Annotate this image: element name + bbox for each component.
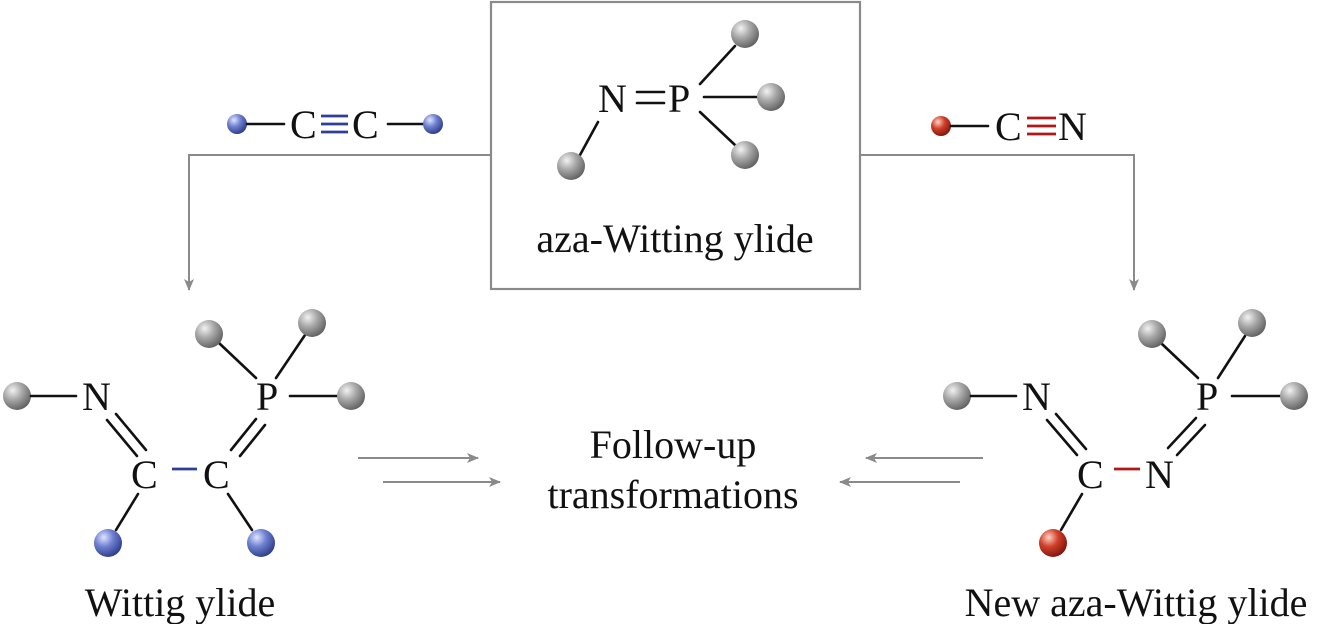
bond-c1-substituent — [114, 492, 140, 532]
new-aza-wittig-ylide-caption: New aza-Wittig ylide — [965, 580, 1308, 624]
gray-sphere — [337, 382, 365, 410]
gray-sphere — [757, 83, 785, 111]
blue-sphere — [227, 114, 247, 134]
aza-atom-p: P — [1196, 374, 1218, 419]
gray-sphere — [1138, 320, 1166, 348]
center-box-title: aza-Witting ylide — [536, 216, 813, 261]
gray-sphere — [3, 382, 31, 410]
wittig-atom-c2: C — [203, 452, 230, 497]
gray-sphere — [1238, 309, 1266, 337]
wittig-atom-n: N — [82, 374, 111, 419]
wittig-atom-p: P — [256, 374, 278, 419]
bond-p-upper-left — [217, 341, 258, 380]
aza-atom-n2: N — [1145, 452, 1174, 497]
bond-p-upper-right — [1216, 334, 1247, 380]
double-bond-c-n-a — [1045, 418, 1079, 457]
alkyne-atom-c1: C — [290, 102, 317, 147]
wittig-ylide-structure: N C C P — [3, 309, 365, 557]
bond-p-bottom — [698, 110, 737, 147]
gray-sphere — [298, 309, 326, 337]
double-bond-n-p-a — [1166, 416, 1198, 450]
double-bond-c-p-a — [229, 417, 258, 452]
atom-n: N — [598, 76, 627, 121]
bond-c-substituent — [1059, 492, 1084, 532]
transformations-label: transformations — [547, 472, 798, 517]
gray-sphere — [1280, 382, 1308, 410]
double-bond-n-p-b — [1175, 423, 1207, 457]
red-sphere — [1039, 529, 1067, 557]
alkyne-reagent: C C — [227, 102, 443, 147]
gray-sphere — [731, 141, 759, 169]
double-bond-c-n-b — [1054, 412, 1088, 451]
double-bond-c-n-b — [114, 412, 148, 452]
alkyne-atom-c2: C — [352, 102, 379, 147]
nitrile-atom-c: C — [995, 104, 1022, 149]
aza-atom-c: C — [1077, 452, 1104, 497]
follow-up-label: Follow-up — [590, 422, 757, 467]
gray-sphere — [195, 320, 223, 348]
bond-n-substituent — [578, 120, 600, 157]
wittig-atom-c1: C — [131, 452, 158, 497]
bond-p-top — [698, 44, 737, 86]
nitrile-reagent: C N — [931, 104, 1087, 149]
aza-atom-n1: N — [1022, 374, 1051, 419]
gray-sphere — [943, 382, 971, 410]
gray-sphere — [731, 20, 759, 48]
gray-sphere — [557, 152, 585, 180]
red-sphere — [931, 116, 951, 136]
aza-witting-ylide-box: N P aza-Witting ylide — [489, 0, 862, 291]
nitrile-atom-n: N — [1058, 104, 1087, 149]
wittig-ylide-caption: Wittig ylide — [85, 580, 276, 624]
arrow-to-new-aza-wittig-ylide — [860, 154, 1139, 291]
blue-sphere — [423, 114, 443, 134]
center-box-frame — [489, 0, 862, 291]
atom-p: P — [668, 76, 690, 121]
blue-sphere — [94, 529, 122, 557]
bond-p-upper-left — [1160, 342, 1200, 380]
new-aza-wittig-ylide-structure: N C N P — [943, 309, 1308, 557]
double-bond-c-p-b — [238, 423, 267, 458]
arrow-to-wittig-ylide — [184, 154, 491, 291]
double-bond-c-n-a — [105, 418, 139, 458]
bond-c2-substituent — [226, 492, 254, 532]
bond-p-upper-right — [274, 333, 307, 380]
blue-sphere — [247, 529, 275, 557]
